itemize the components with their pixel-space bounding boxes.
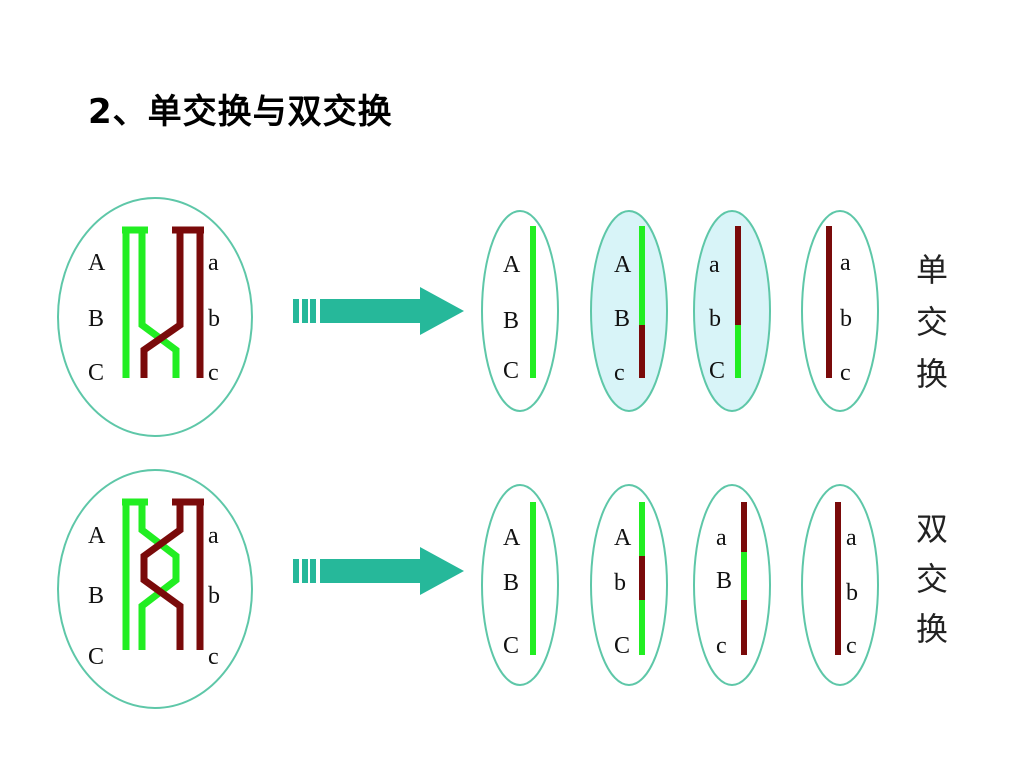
product-oval	[693, 210, 771, 412]
gene-label: A	[614, 252, 632, 278]
product-cell: a b c	[801, 210, 879, 412]
product-oval	[590, 210, 668, 412]
gene-label: b	[614, 570, 626, 596]
parent-right-label: a	[208, 523, 219, 549]
row-single-crossover: A B C a b c A B C A B c	[57, 197, 948, 437]
arrow-icon	[293, 287, 464, 335]
gene-label: B	[614, 306, 630, 332]
row-double-crossover: A B C a b c A B C A b C	[57, 469, 948, 709]
parent-left-label: C	[88, 360, 104, 386]
gene-label: a	[709, 252, 720, 278]
product-cell: A B C	[481, 484, 559, 686]
gene-label: A	[503, 252, 521, 278]
gene-label: a	[846, 525, 857, 551]
green-chromatid	[122, 498, 180, 650]
product-oval	[481, 210, 559, 412]
gene-label: c	[614, 360, 625, 386]
parent-cell-single: A B C a b c	[57, 197, 253, 437]
gene-label: b	[840, 306, 852, 332]
crossover-type-label: 交	[916, 560, 948, 598]
gene-label: C	[503, 633, 519, 659]
gene-label: C	[503, 358, 519, 384]
parent-right-label: a	[208, 250, 219, 276]
gene-label: B	[716, 568, 732, 594]
product-oval	[590, 484, 668, 686]
parent-right-label: b	[208, 306, 220, 332]
product-cell: a b C	[693, 210, 771, 412]
product-oval	[481, 484, 559, 686]
parent-cell-double: A B C a b c	[57, 469, 253, 709]
gene-label: c	[716, 633, 727, 659]
gene-label: a	[716, 525, 727, 551]
product-oval	[801, 210, 879, 412]
gene-label: A	[503, 525, 521, 551]
product-cell: a b c	[801, 484, 879, 686]
gene-label: B	[503, 570, 519, 596]
gene-label: c	[840, 360, 851, 386]
maroon-chromatid	[140, 498, 204, 650]
product-cell: A B C	[481, 210, 559, 412]
crossover-type-label: 换	[916, 355, 948, 393]
parent-right-label: c	[208, 644, 219, 670]
page-title: 2、单交换与双交换	[88, 92, 393, 132]
parent-left-label: B	[88, 306, 104, 332]
maroon-chromatid	[140, 226, 204, 378]
gene-label: c	[846, 633, 857, 659]
gene-label: C	[709, 358, 725, 384]
parent-right-label: c	[208, 360, 219, 386]
product-cell: a B c	[693, 484, 771, 686]
product-cell: A B c	[590, 210, 668, 412]
gene-label: a	[840, 250, 851, 276]
gene-label: A	[614, 525, 632, 551]
gene-label: B	[503, 308, 519, 334]
gene-label: b	[846, 580, 858, 606]
parent-left-label: B	[88, 583, 104, 609]
arrow-icon	[293, 547, 464, 595]
parent-left-label: A	[88, 250, 106, 276]
parent-right-label: b	[208, 583, 220, 609]
gene-label: b	[709, 306, 721, 332]
product-oval	[693, 484, 771, 686]
parent-left-label: A	[88, 523, 106, 549]
crossover-type-label: 交	[916, 303, 948, 341]
crossover-type-label: 单	[916, 251, 948, 289]
crossover-type-label: 双	[916, 510, 948, 548]
parent-left-label: C	[88, 644, 104, 670]
crossover-type-label: 换	[916, 610, 948, 648]
product-cell: A b C	[590, 484, 668, 686]
gene-label: C	[614, 633, 630, 659]
